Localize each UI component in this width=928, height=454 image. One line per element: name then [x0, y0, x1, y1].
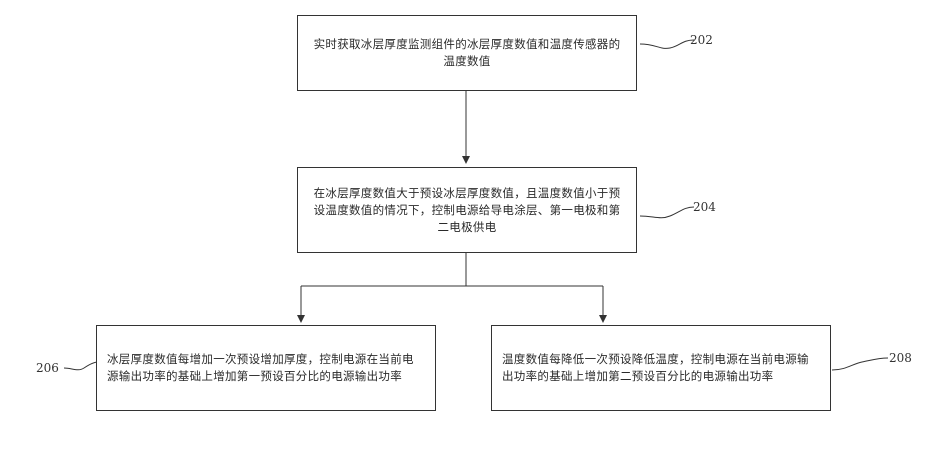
leader-202 — [640, 40, 694, 48]
leader-204 — [640, 207, 694, 218]
step-202-label: 202 — [690, 33, 713, 47]
leader-208 — [832, 358, 888, 370]
step-206-label: 206 — [36, 361, 59, 375]
leader-206 — [64, 362, 98, 370]
step-208-label: 208 — [889, 351, 912, 365]
step-206-box: 冰层厚度数值每增加一次预设增加厚度，控制电源在当前电源输出功率的基础上增加第一预… — [96, 325, 436, 411]
step-202-box: 实时获取冰层厚度监测组件的冰层厚度数值和温度传感器的温度数值 — [297, 15, 637, 91]
step-204-text: 在冰层厚度数值大于预设冰层厚度数值，且温度数值小于预设温度数值的情况下，控制电源… — [308, 185, 626, 236]
step-208-text: 温度数值每降低一次预设降低温度，控制电源在当前电源输出功率的基础上增加第二预设百… — [502, 351, 820, 385]
step-204-label: 204 — [693, 200, 716, 214]
step-202-text: 实时获取冰层厚度监测组件的冰层厚度数值和温度传感器的温度数值 — [308, 36, 626, 70]
step-204-box: 在冰层厚度数值大于预设冰层厚度数值，且温度数值小于预设温度数值的情况下，控制电源… — [297, 167, 637, 253]
step-208-box: 温度数值每降低一次预设降低温度，控制电源在当前电源输出功率的基础上增加第二预设百… — [491, 325, 831, 411]
step-206-text: 冰层厚度数值每增加一次预设增加厚度，控制电源在当前电源输出功率的基础上增加第一预… — [107, 351, 425, 385]
